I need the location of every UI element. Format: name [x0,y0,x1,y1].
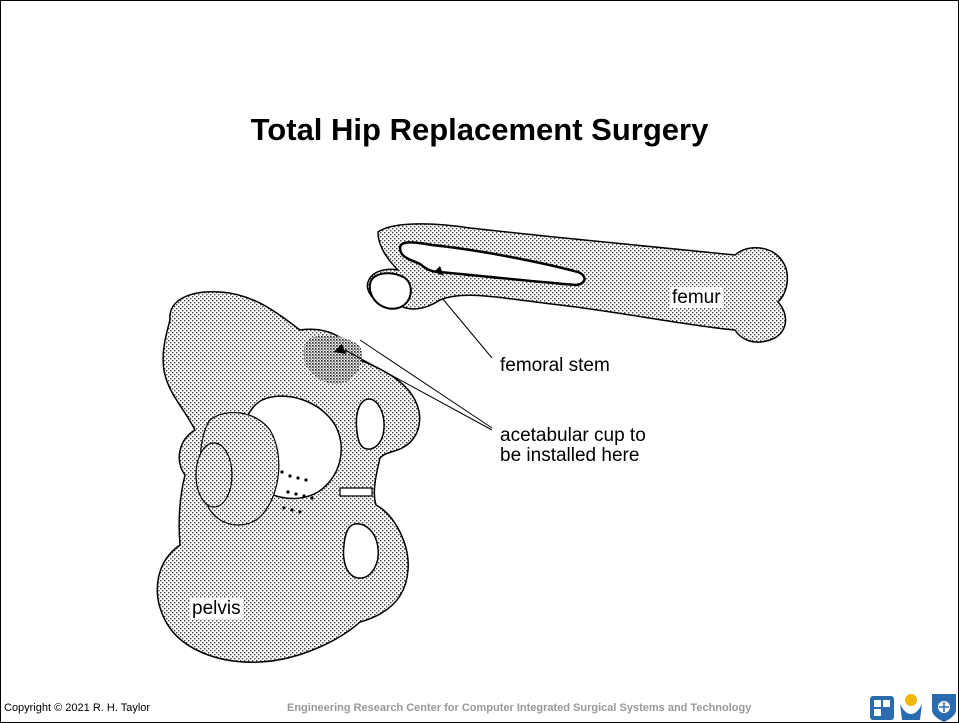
femur-label: femur [670,287,723,308]
footer-logos [868,690,959,723]
jhu-shield-icon [932,694,956,722]
figure-logo-icon [900,694,922,720]
femur-bone [367,224,787,342]
acetabular-cup-label-line1: acetabular cup to [500,426,646,446]
erc-logo-icon [870,696,894,720]
copyright-text: Copyright © 2021 R. H. Taylor [4,702,150,714]
acetabular-cup-label-line2: be installed here [500,446,639,466]
femoral-stem-label: femoral stem [500,356,610,376]
footer-center-text: Engineering Research Center for Computer… [287,702,751,714]
femoral-stem-leader [442,298,492,358]
pelvis-label: pelvis [190,598,243,619]
